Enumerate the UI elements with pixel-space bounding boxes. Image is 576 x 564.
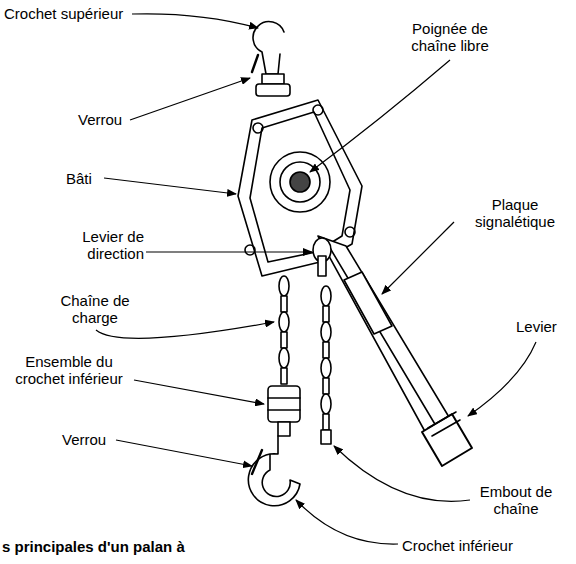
- part-label: Plaque signalétique: [458, 196, 572, 230]
- part-label: Levier: [516, 318, 557, 335]
- part-label: Crochet inférieur: [402, 537, 513, 554]
- part-label: Levier de direction: [54, 228, 144, 262]
- part-label: Verrou: [78, 111, 122, 128]
- part-label: Embout de chaîne: [466, 483, 566, 517]
- part-label: Bâti: [66, 170, 92, 187]
- part-label: Ensemble du crochet inférieur: [4, 353, 134, 387]
- part-label: Crochet supérieur: [4, 5, 123, 22]
- part-label: Poignée de chaîne libre: [392, 20, 508, 54]
- part-label: Chaîne de charge: [52, 292, 138, 326]
- figure-caption: s principales d'un palan à: [2, 538, 185, 555]
- part-label: Verrou: [62, 431, 106, 448]
